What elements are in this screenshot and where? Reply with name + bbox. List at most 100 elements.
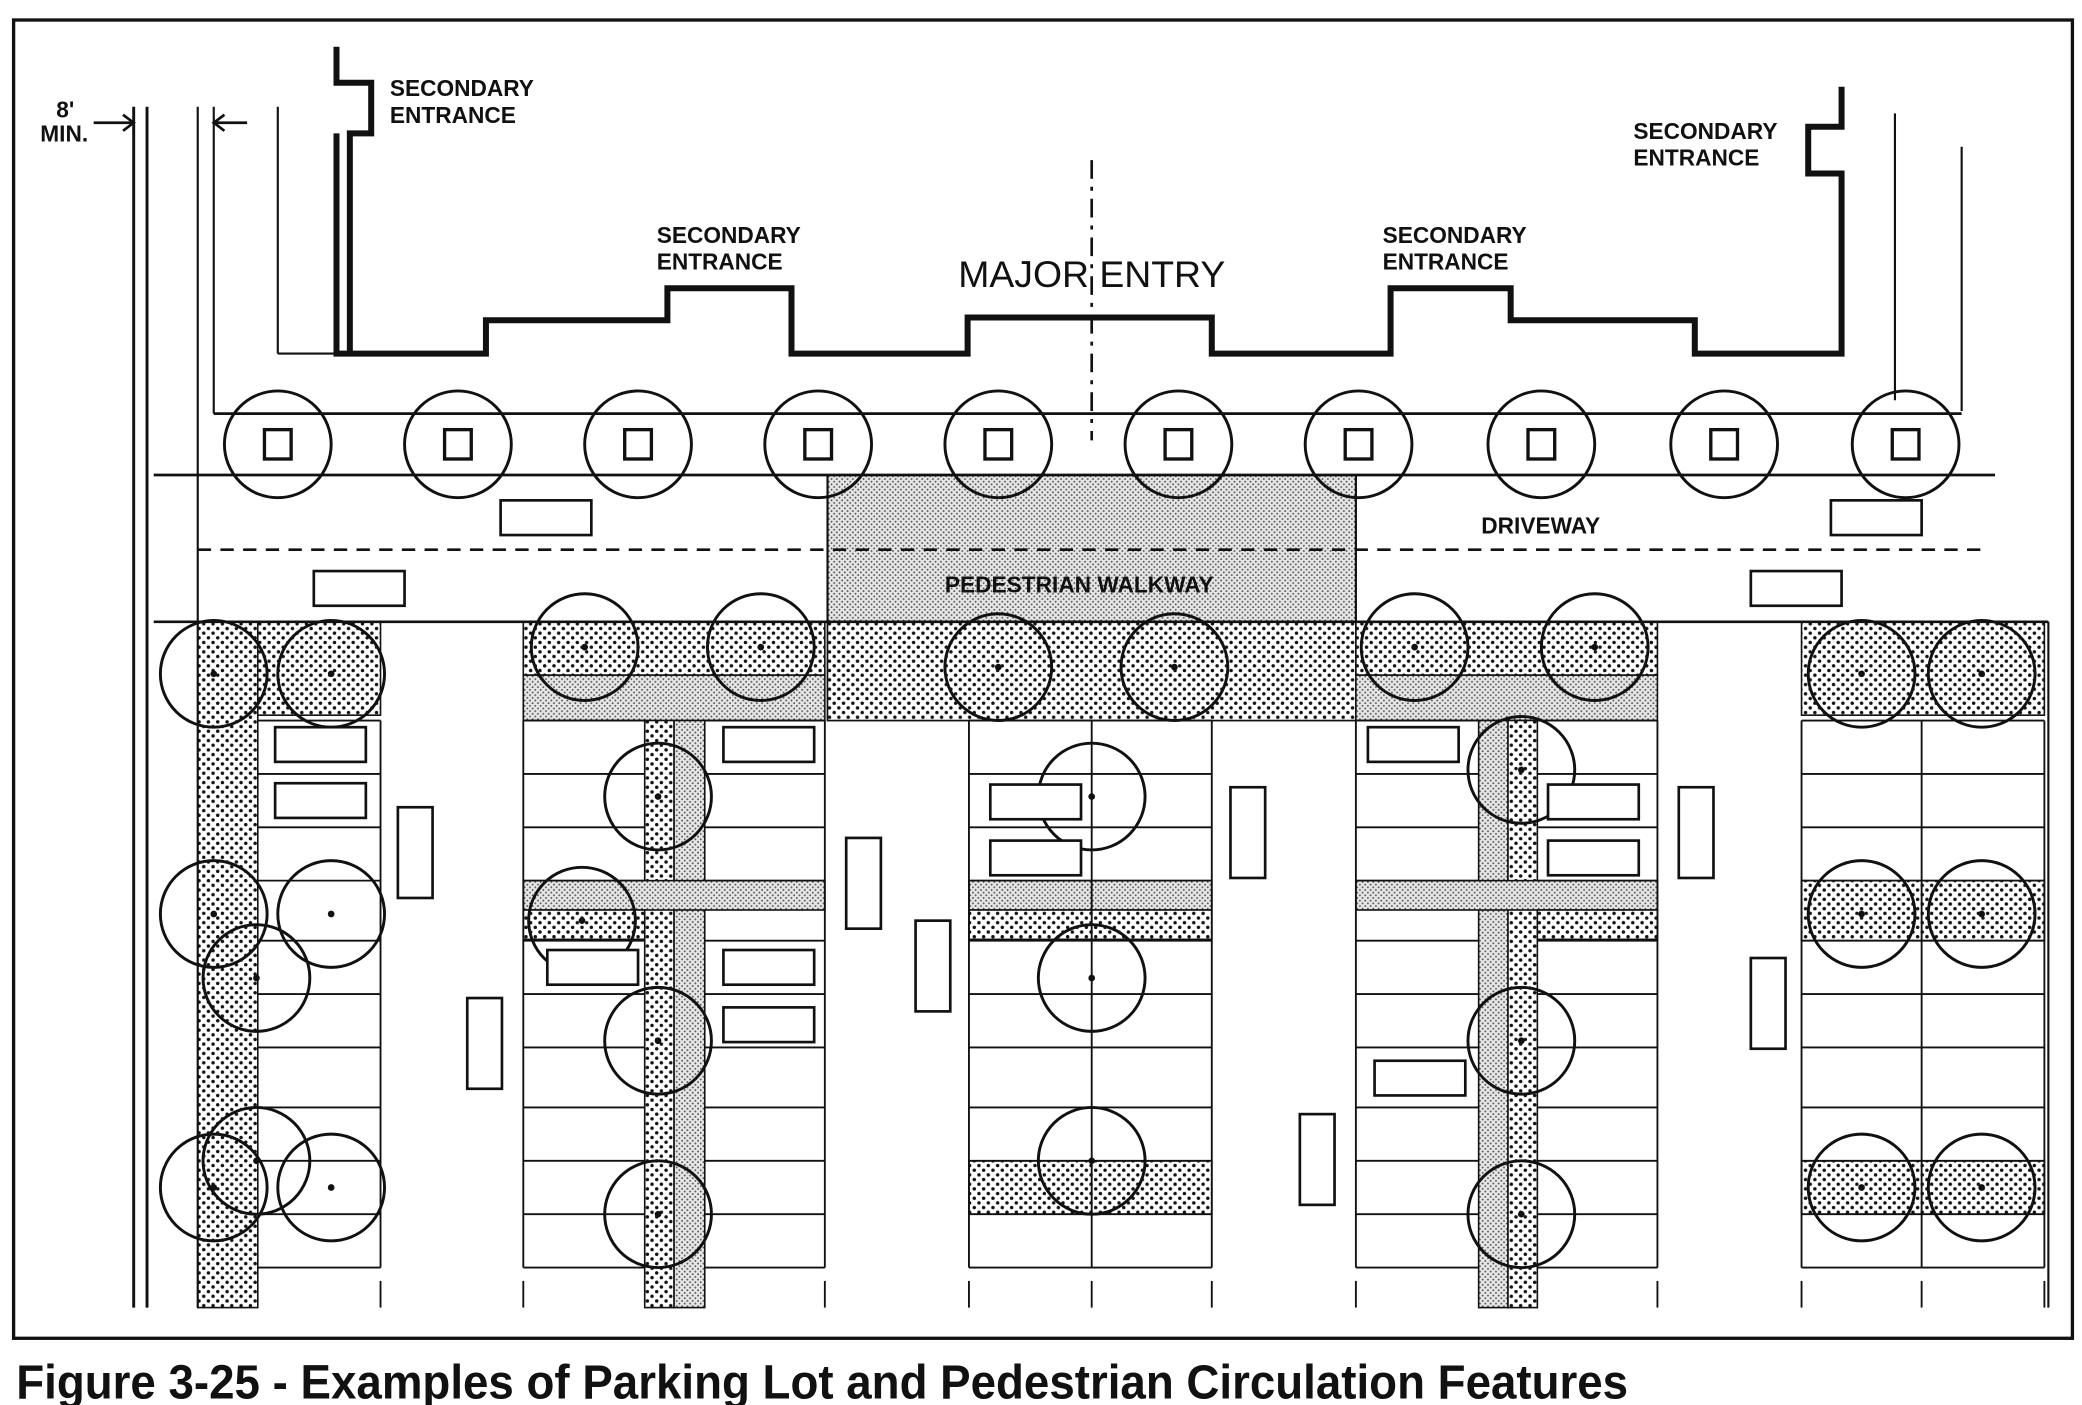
- car-icon: [1366, 725, 1460, 764]
- tree-trunk-icon: [994, 663, 1002, 671]
- car-icon: [1546, 839, 1641, 877]
- tree-icon: [1466, 985, 1577, 1096]
- tree-grate-icon: [803, 427, 834, 461]
- dimension-arrow-icon: [211, 113, 248, 132]
- tree-trunk-icon: [253, 974, 260, 982]
- tree-icon: [276, 1132, 387, 1243]
- car-icon: [1546, 783, 1641, 821]
- tree-trunk-icon: [581, 643, 589, 651]
- tree-icon: [943, 389, 1054, 500]
- tree-trunk-icon: [1978, 670, 1986, 678]
- secondary-entrance-label-2a: SECONDARY: [657, 222, 801, 248]
- tree-icon: [1466, 1159, 1577, 1270]
- tree-icon: [583, 389, 693, 500]
- dimension-value-label: 8': [56, 96, 74, 122]
- tree-trunk-icon: [1858, 1184, 1865, 1191]
- tree-trunk-icon: [327, 670, 335, 678]
- tree-icon: [1806, 859, 1917, 969]
- tree-trunk-icon: [1518, 1037, 1525, 1045]
- car-icon: [312, 569, 406, 608]
- tree-icon: [943, 612, 1054, 722]
- secondary-entrance-label-4b: ENTRANCE: [1633, 144, 1759, 170]
- figure-caption: Figure 3-25 - Examples of Parking Lot an…: [16, 1356, 1628, 1405]
- planting-strip-walkway: [826, 620, 1357, 722]
- tree-icon: [529, 592, 640, 702]
- tree-trunk-icon: [1411, 643, 1418, 651]
- planting-strip-bay5-bottom: [1800, 1160, 2046, 1215]
- planting-strip-bay2-cross: [522, 909, 646, 941]
- tree-trunk-icon: [1088, 793, 1096, 800]
- walkway-bay3-cross: [968, 879, 1213, 911]
- tree-icon: [603, 1159, 713, 1270]
- tree-grate-icon: [1343, 427, 1374, 461]
- walkway-bay4-center: [1477, 719, 1509, 1309]
- car-icon: [844, 836, 883, 930]
- figure-frame: [11, 18, 2075, 1340]
- tree-icon: [1539, 592, 1650, 702]
- tree-icon: [403, 389, 513, 500]
- tree-grate-icon: [262, 427, 293, 461]
- car-icon: [1749, 569, 1843, 608]
- tree-trunk-icon: [1518, 766, 1525, 774]
- car-icon: [1298, 1112, 1336, 1207]
- tree-trunk-icon: [654, 1037, 662, 1045]
- tree-icon: [1486, 389, 1597, 500]
- tree-trunk-icon: [1858, 670, 1865, 678]
- tree-icon: [1806, 1132, 1917, 1243]
- tree-trunk-icon: [327, 1184, 335, 1191]
- car-icon: [1229, 785, 1267, 880]
- tree-icon: [1850, 389, 1961, 500]
- tree-icon: [158, 1132, 269, 1243]
- secondary-entrance-label-3b: ENTRANCE: [1383, 249, 1509, 275]
- tree-trunk-icon: [1518, 1210, 1525, 1218]
- car-icon: [1373, 1059, 1467, 1097]
- tree-trunk-icon: [1171, 663, 1178, 671]
- ground-layer: [196, 474, 2046, 1309]
- tree-trunk-icon: [578, 917, 586, 924]
- tree-icon: [201, 923, 312, 1033]
- walkway-bay4-cross: [1355, 879, 1659, 911]
- planting-strip-bay2-center: [643, 719, 675, 1309]
- tree-trunk-icon: [1978, 910, 1986, 918]
- secondary-entrance-label-1b: ENTRANCE: [390, 102, 516, 128]
- planting-strip-bay2-top: [522, 620, 826, 676]
- tree-icon: [1926, 859, 2037, 969]
- tree-icon: [201, 1105, 312, 1216]
- planting-strip-bay4-cross: [1536, 909, 1659, 941]
- tree-icon: [158, 618, 269, 729]
- planting-strip-bay3-bottom: [968, 1160, 1213, 1215]
- tree-icon: [1036, 923, 1147, 1033]
- planting-strip-bay4-top: [1355, 620, 1659, 676]
- car-icon: [722, 725, 816, 764]
- planting-strip-top-left: [256, 620, 382, 716]
- tree-trunk-icon: [1978, 1184, 1986, 1191]
- tree-grate-icon: [1890, 427, 1921, 461]
- tree-icon: [276, 859, 387, 969]
- tree-icon: [1926, 1132, 2037, 1243]
- pedestrian-walkway-label: PEDESTRIAN WALKWAY: [945, 571, 1214, 597]
- tree-icon: [763, 389, 874, 500]
- tree-trunk-icon: [1088, 974, 1096, 982]
- tree-trunk-icon: [210, 670, 218, 678]
- tree-grate-icon: [983, 427, 1014, 461]
- tree-trunk-icon: [757, 643, 765, 651]
- driveway-label: DRIVEWAY: [1481, 513, 1600, 539]
- car-icon: [988, 783, 1083, 821]
- tree-icon: [158, 859, 269, 969]
- tree-icon: [1466, 715, 1577, 825]
- planting-strip-bay4-center: [1507, 719, 1539, 1309]
- secondary-entrance-label-1a: SECONDARY: [390, 75, 534, 101]
- tree-trunk-icon: [1591, 643, 1599, 651]
- car-icon: [396, 805, 434, 900]
- car-layer: [273, 499, 1923, 1207]
- tree-icon: [1669, 389, 1779, 500]
- secondary-entrance-label-2b: ENTRANCE: [657, 249, 783, 275]
- tree-icon: [705, 592, 816, 702]
- car-icon: [914, 919, 952, 1013]
- tree-icon: [1303, 389, 1414, 500]
- tree-trunk-icon: [210, 910, 218, 918]
- car-icon: [988, 839, 1083, 877]
- tree-trunk-icon: [253, 1157, 260, 1165]
- tree-grate-icon: [1163, 427, 1194, 461]
